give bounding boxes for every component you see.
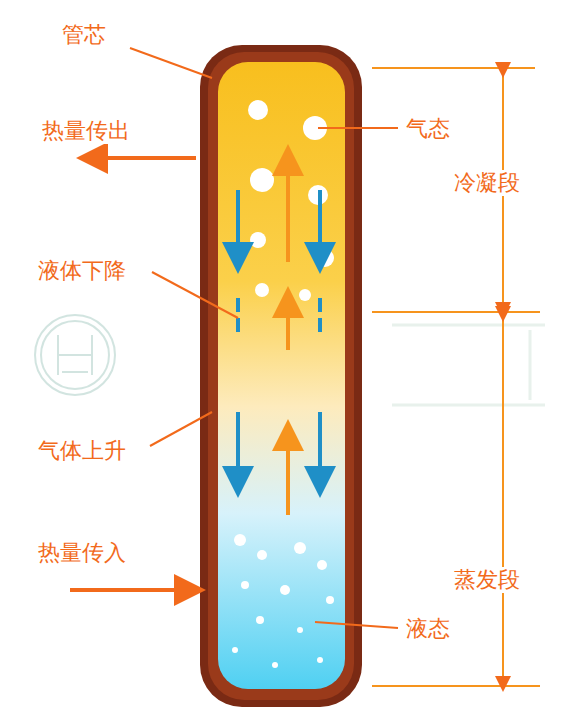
heat-out-arrow [92,156,196,160]
flow-arrows [238,160,320,515]
part-label: 气体上升 [36,438,128,464]
part-label: 热量传出 [40,118,132,144]
part-label: 气态 [404,116,452,142]
part-label: 热量传入 [36,540,128,566]
pipe-wall [200,45,362,707]
bubbles [232,100,334,668]
pipe-core [218,62,345,689]
leader-lines [130,48,398,628]
dimension-lines [372,68,540,686]
part-label: 冷凝段 [452,170,522,196]
part-label: 蒸发段 [452,567,522,593]
heat-in-arrow [70,588,190,592]
part-label: 液态 [404,616,452,642]
part-label: 液体下降 [36,258,128,284]
watermark-logo [35,315,115,395]
part-label: 管芯 [60,22,108,48]
